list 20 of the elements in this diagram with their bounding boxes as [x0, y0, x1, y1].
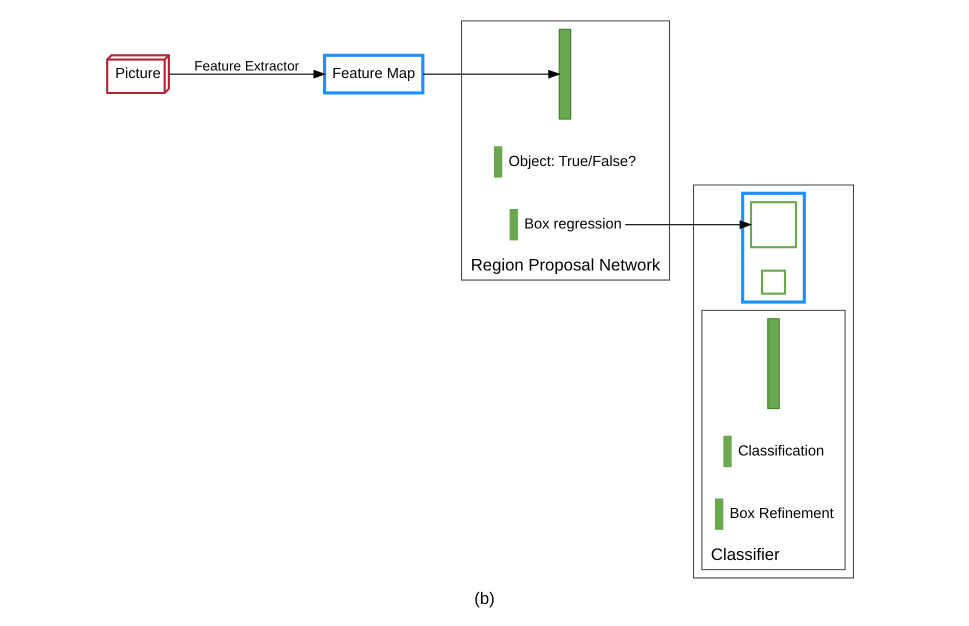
node-box: [723, 436, 732, 468]
node-bar: [767, 318, 780, 410]
node-box: [714, 498, 724, 530]
node-label: Box regression: [524, 216, 622, 233]
node-box: [510, 209, 518, 240]
cluster: [693, 184, 854, 578]
node-box: [750, 201, 798, 248]
arrow: [169, 70, 326, 79]
node-box: [494, 146, 502, 178]
node-bar: [558, 28, 572, 120]
edge-label: Feature Extractor: [194, 58, 300, 74]
arrow: [625, 220, 752, 230]
node-box: [760, 270, 786, 295]
node-label: Object: True/False?: [508, 154, 636, 170]
node-label: Classification: [738, 443, 824, 460]
node-label: Box Refinement: [730, 506, 834, 522]
arrow: [422, 70, 561, 79]
node-box: Feature Map: [323, 54, 424, 95]
cluster: [741, 192, 806, 304]
caption: (b): [474, 588, 495, 608]
